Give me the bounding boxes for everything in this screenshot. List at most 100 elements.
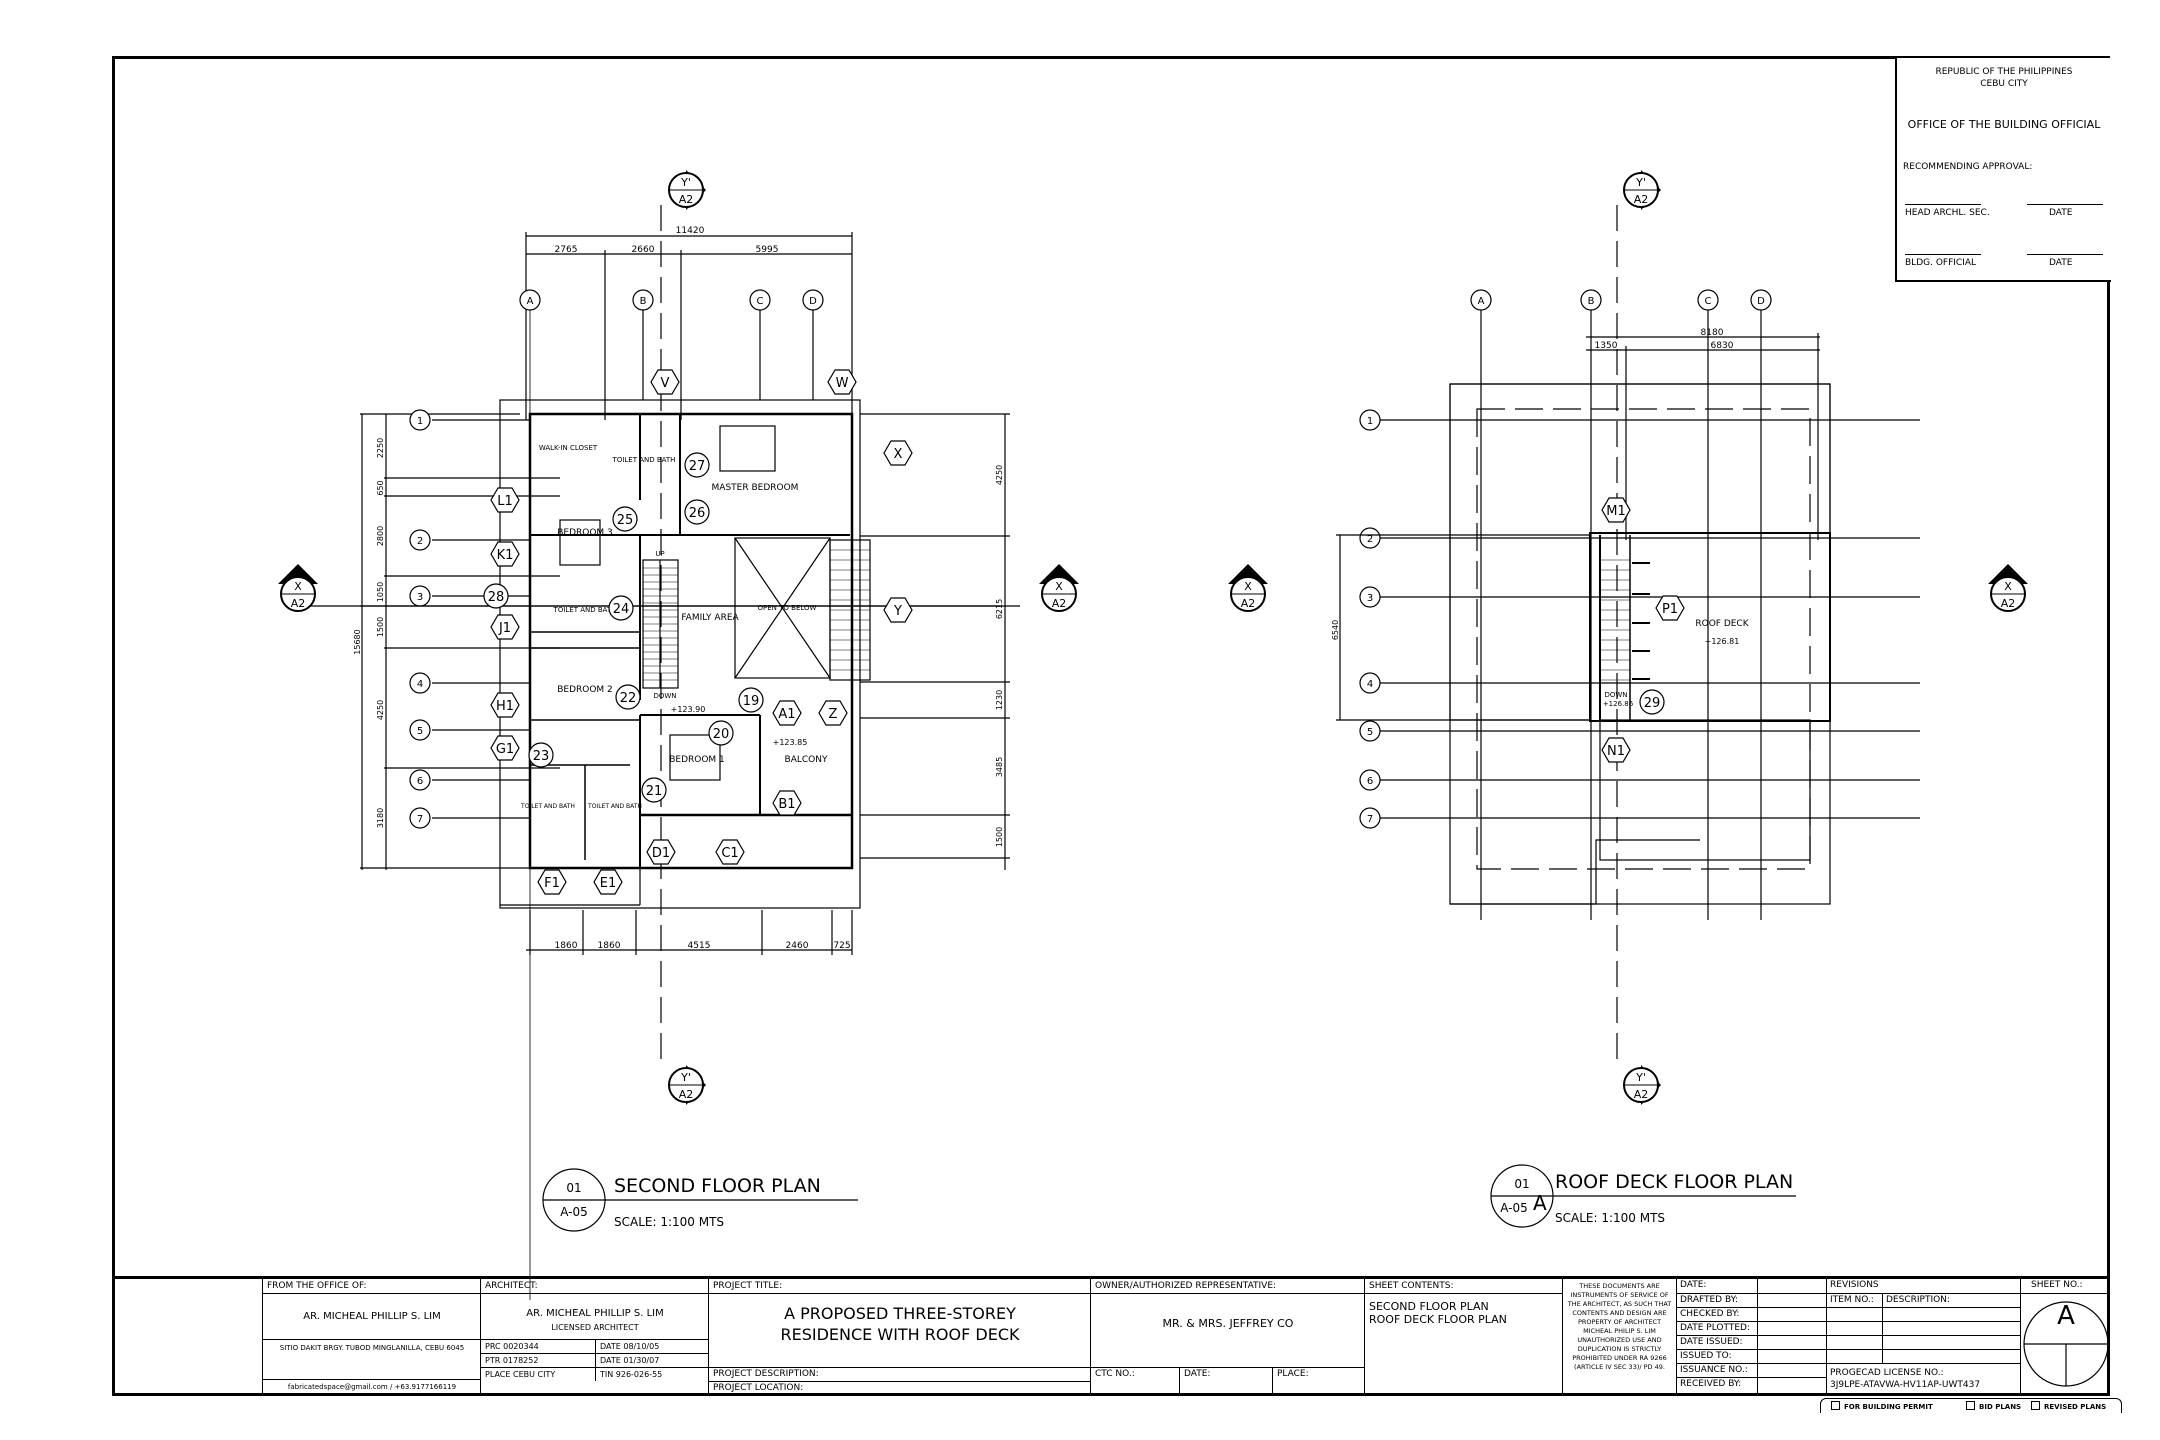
svg-text:WALK-IN CLOSET: WALK-IN CLOSET	[539, 444, 598, 452]
svg-text:A: A	[1533, 1191, 1547, 1215]
architect-title: LICENSED ARCHITECT	[551, 1323, 639, 1332]
svg-text:ROOF DECK FLOOR PLAN: ROOF DECK FLOOR PLAN	[1555, 1171, 1793, 1193]
svg-text:+126.81: +126.81	[1705, 637, 1740, 646]
svg-text:4250: 4250	[995, 465, 1004, 485]
svg-text:X: X	[1055, 580, 1063, 593]
svg-text:X: X	[2004, 580, 2012, 593]
section-marker-y-top: Y' A2	[668, 170, 706, 210]
svg-text:22: 22	[620, 691, 637, 706]
info-checked-by: CHECKED BY:	[1677, 1307, 1757, 1321]
svg-text:1500: 1500	[376, 617, 385, 637]
project-title-line1: A PROPOSED THREE-STOREY	[784, 1304, 1016, 1323]
svg-text:20: 20	[713, 727, 730, 742]
office-label: OFFICE OF THE BUILDING OFFICIAL	[1907, 118, 2101, 131]
svg-text:TOILET AND BATH: TOILET AND BATH	[612, 456, 676, 464]
svg-text:D: D	[809, 296, 817, 307]
svg-text:3: 3	[417, 592, 423, 603]
section-marker-x-left: X A2	[278, 564, 318, 612]
from-office-address: SITIO DAKIT BRGY. TUBOD MINGLANILLA, CEB…	[263, 1339, 480, 1367]
owner-place-label: PLACE:	[1272, 1367, 1364, 1396]
checkbox-for-building-permit[interactable]: FOR BUILDING PERMIT	[1831, 1401, 1933, 1411]
recommending-label: RECOMMENDING APPROVAL:	[1903, 162, 2033, 172]
info-date-issued: DATE ISSUED:	[1677, 1335, 1757, 1349]
owner-date-label: DATE:	[1179, 1367, 1272, 1396]
license-cell: PROGECAD LICENSE NO.: 3J9LPE-ATAVWA-HV11…	[1827, 1363, 2020, 1396]
checkbox-label: FOR BUILDING PERMIT	[1844, 1403, 1933, 1411]
section-marker-y-roof-bottom: Y' A2	[1623, 1065, 1661, 1105]
svg-text:28: 28	[488, 590, 505, 605]
svg-text:2460: 2460	[786, 941, 809, 951]
svg-text:2800: 2800	[376, 526, 385, 546]
svg-text:6: 6	[1367, 776, 1373, 787]
svg-text:Y: Y	[893, 604, 902, 619]
info-issuance-no: ISSUANCE NO.:	[1677, 1363, 1757, 1377]
svg-text:C: C	[757, 296, 764, 307]
section-marker-x-roof-right: X A2	[1988, 564, 2028, 612]
svg-text:V: V	[661, 376, 670, 391]
svg-text:2: 2	[417, 536, 423, 547]
project-description-label: PROJECT DESCRIPTION:	[709, 1367, 1090, 1381]
svg-text:+123.90: +123.90	[671, 705, 706, 714]
svg-text:A2: A2	[1634, 1088, 1649, 1101]
revision-row	[1827, 1307, 2020, 1321]
from-office-contact: fabricatedspace@gmail.com / +63.91771661…	[263, 1379, 480, 1396]
svg-text:1350: 1350	[1595, 341, 1618, 351]
svg-text:6540: 6540	[1331, 620, 1340, 640]
svg-text:X: X	[894, 447, 903, 462]
svg-text:Y': Y'	[680, 1071, 691, 1084]
svg-text:DOWN: DOWN	[1604, 691, 1627, 699]
checkbox-label: BID PLANS	[1979, 1403, 2022, 1411]
svg-text:E1: E1	[600, 876, 617, 891]
svg-text:A2: A2	[679, 1088, 694, 1101]
svg-text:6: 6	[417, 776, 423, 787]
svg-text:A2: A2	[2001, 597, 2016, 610]
svg-text:3485: 3485	[995, 757, 1004, 777]
from-office-name: AR. MICHEAL PHILLIP S. LIM	[263, 1293, 480, 1339]
svg-text:L1: L1	[497, 494, 513, 509]
svg-text:25: 25	[617, 513, 634, 528]
svg-text:P1: P1	[1662, 602, 1678, 617]
info-values-column	[1757, 1279, 1826, 1396]
project-title-cell: A PROPOSED THREE-STOREY RESIDENCE WITH R…	[709, 1293, 1090, 1353]
info-received-by: RECEIVED BY:	[1677, 1377, 1757, 1396]
title-block: FROM THE OFFICE OF: AR. MICHEAL PHILLIP …	[112, 1276, 2110, 1399]
svg-text:A-05: A-05	[560, 1205, 588, 1219]
plan-type-checkboxes: FOR BUILDING PERMIT BID PLANS REVISED PL…	[1820, 1398, 2122, 1413]
checkbox-bid-plans[interactable]: BID PLANS	[1966, 1401, 2021, 1411]
license-label: PROGECAD LICENSE NO.:	[1830, 1368, 1944, 1378]
svg-text:D: D	[1757, 296, 1765, 307]
svg-text:4: 4	[417, 679, 423, 690]
svg-text:C1: C1	[721, 846, 738, 861]
svg-text:SCALE: 1:100 MTS: SCALE: 1:100 MTS	[1555, 1211, 1665, 1225]
svg-text:X: X	[294, 580, 302, 593]
section-marker-x-right: X A2	[1039, 564, 1079, 612]
ctc-label: CTC NO.:	[1091, 1367, 1179, 1396]
svg-text:UP: UP	[655, 550, 664, 558]
svg-text:1: 1	[417, 416, 423, 427]
svg-text:M1: M1	[1606, 504, 1626, 519]
plan-title-second-floor: 01 A-05 SECOND FLOOR PLAN SCALE: 1:100 M…	[542, 1168, 858, 1232]
svg-text:2765: 2765	[555, 245, 578, 255]
svg-text:BEDROOM 1: BEDROOM 1	[669, 755, 725, 765]
country-label: REPUBLIC OF THE PHILIPPINES	[1935, 67, 2073, 77]
checkbox-revised-plans[interactable]: REVISED PLANS	[2031, 1401, 2106, 1411]
svg-text:X: X	[1244, 580, 1252, 593]
svg-text:BEDROOM 2: BEDROOM 2	[557, 685, 613, 695]
svg-text:1050: 1050	[376, 582, 385, 602]
architect-label: ARCHITECT:	[485, 1281, 538, 1291]
from-office-section: FROM THE OFFICE OF: AR. MICHEAL PHILLIP …	[262, 1279, 480, 1396]
info-issued-to: ISSUED TO:	[1677, 1349, 1757, 1363]
svg-text:21: 21	[646, 784, 663, 799]
revisions-section: REVISIONS ITEM NO.: DESCRIPTION: PROGECA…	[1826, 1279, 2020, 1396]
owner-name: MR. & MRS. JEFFREY CO	[1091, 1293, 1364, 1367]
revision-row	[1827, 1349, 2020, 1363]
svg-text:FAMILY AREA: FAMILY AREA	[681, 613, 739, 623]
city-label: CEBU CITY	[1980, 79, 2028, 89]
owner-label: OWNER/AUTHORIZED REPRESENTATIVE:	[1095, 1281, 1277, 1291]
drawing-sheet-border	[112, 56, 2110, 1396]
svg-text:N1: N1	[1607, 744, 1625, 759]
svg-text:G1: G1	[496, 742, 514, 757]
svg-text:TOILET AND BATH: TOILET AND BATH	[587, 803, 642, 810]
svg-text:4515: 4515	[688, 941, 711, 951]
svg-text:A: A	[527, 296, 534, 307]
